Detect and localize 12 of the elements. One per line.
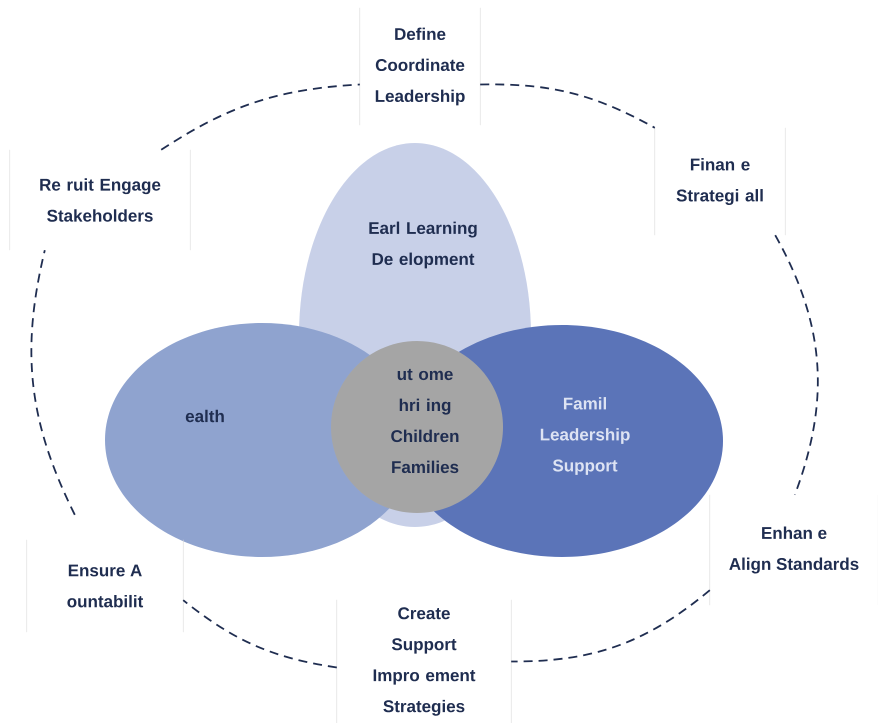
dashed-connector	[30, 250, 76, 516]
label-box: Finan e Strategi all	[654, 128, 786, 236]
dashed-connector	[774, 234, 819, 496]
dashed-connector	[160, 84, 360, 151]
label-box: Enhan e Align Standards	[710, 494, 878, 606]
label-box: Re ruit Engage Stakeholders	[10, 150, 190, 250]
label-box: Create Support Impro ement Strategies	[336, 600, 512, 723]
label-box: Ensure A ountabilit	[26, 540, 184, 632]
label-box: Define Coordinate Leadership	[360, 8, 480, 126]
dashed-connector	[511, 590, 710, 662]
dashed-connector	[480, 84, 656, 129]
dashed-connector	[182, 599, 337, 668]
